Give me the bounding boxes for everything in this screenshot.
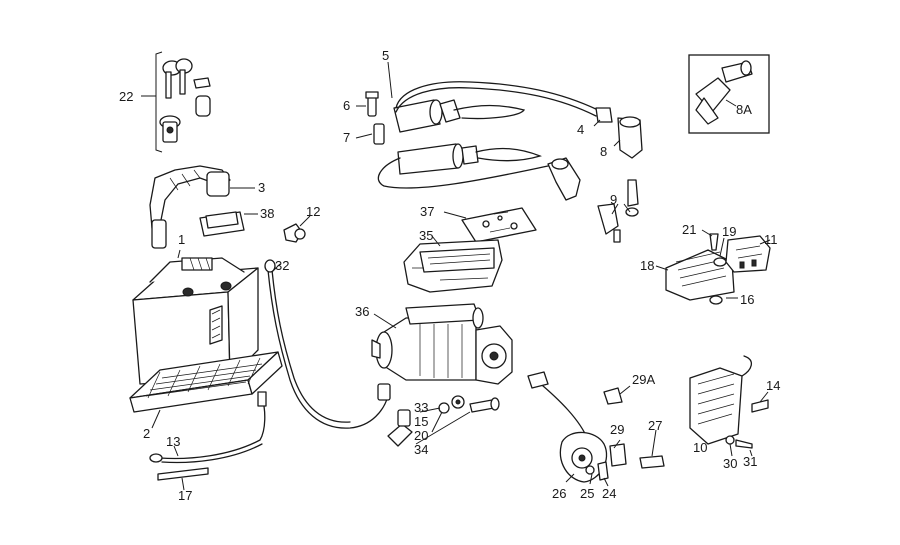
callout-8: 8 — [600, 144, 607, 159]
part-22-key-set — [141, 51, 211, 153]
callout-31: 31 — [743, 454, 757, 469]
callout-15: 15 — [414, 414, 428, 429]
callout-9: 9 — [610, 192, 617, 207]
callout-11: 11 — [764, 232, 778, 247]
callout-1: 1 — [178, 232, 185, 247]
callout-17: 17 — [178, 488, 192, 503]
callout-labels: 1 2 3 4 5 6 7 8 8A 9 10 11 12 13 14 15 1… — [119, 48, 780, 503]
callout-33: 33 — [414, 400, 428, 415]
part-11-relay — [725, 235, 771, 273]
part-3-battery-strap — [149, 165, 255, 249]
part-1-battery — [132, 249, 259, 385]
part-8A-plug-cap-inset — [688, 54, 770, 134]
callout-6: 6 — [343, 98, 350, 113]
callout-21: 21 — [682, 222, 696, 237]
callout-19: 19 — [722, 224, 736, 239]
callout-27: 27 — [648, 418, 662, 433]
callout-29A: 29A — [632, 372, 655, 387]
part-lower-ignition-coil — [377, 143, 581, 201]
part-6-7-screws — [355, 91, 385, 145]
callout-37: 37 — [420, 204, 434, 219]
part-13-17-ground-cable — [149, 391, 267, 491]
callout-12: 12 — [306, 204, 320, 219]
callout-18: 18 — [640, 258, 654, 273]
callout-30: 30 — [723, 456, 737, 471]
part-18-regulator — [655, 229, 738, 305]
callout-38: 38 — [260, 206, 274, 221]
part-12-clip — [283, 215, 311, 243]
part-26-pickup-assembly — [527, 371, 665, 487]
callout-5: 5 — [382, 48, 389, 63]
part-38-rubber-pad — [199, 211, 258, 237]
part-9-spark-plugs — [597, 179, 639, 243]
callout-14: 14 — [766, 378, 780, 393]
callout-7: 7 — [343, 130, 350, 145]
callout-13: 13 — [166, 434, 180, 449]
callout-34: 34 — [414, 442, 428, 457]
part-36-starter-motor — [371, 303, 513, 385]
part-5-ignition-coil — [387, 61, 599, 133]
callout-8A: 8A — [736, 102, 752, 117]
part-2-battery-tray — [129, 351, 283, 429]
callout-3: 3 — [258, 180, 265, 195]
callout-2: 2 — [143, 426, 150, 441]
callout-22: 22 — [119, 89, 133, 104]
part-37-gasket-kit — [443, 207, 537, 243]
part-33-15-20-34-terminal-hardware — [387, 395, 500, 447]
part-10-control-unit — [689, 355, 769, 457]
callout-36: 36 — [355, 304, 369, 319]
callout-32: 32 — [275, 258, 289, 273]
part-32-starter-cable — [264, 259, 391, 429]
callout-20: 20 — [414, 428, 428, 443]
callout-26: 26 — [552, 486, 566, 501]
part-4-8-plug-caps — [593, 107, 643, 159]
callout-16: 16 — [740, 292, 754, 307]
callout-35: 35 — [419, 228, 433, 243]
callout-4: 4 — [577, 122, 584, 137]
callout-24: 24 — [602, 486, 616, 501]
part-35-starter-cover — [403, 235, 503, 293]
callout-25: 25 — [580, 486, 594, 501]
callout-29: 29 — [610, 422, 624, 437]
callout-10: 10 — [693, 440, 707, 455]
